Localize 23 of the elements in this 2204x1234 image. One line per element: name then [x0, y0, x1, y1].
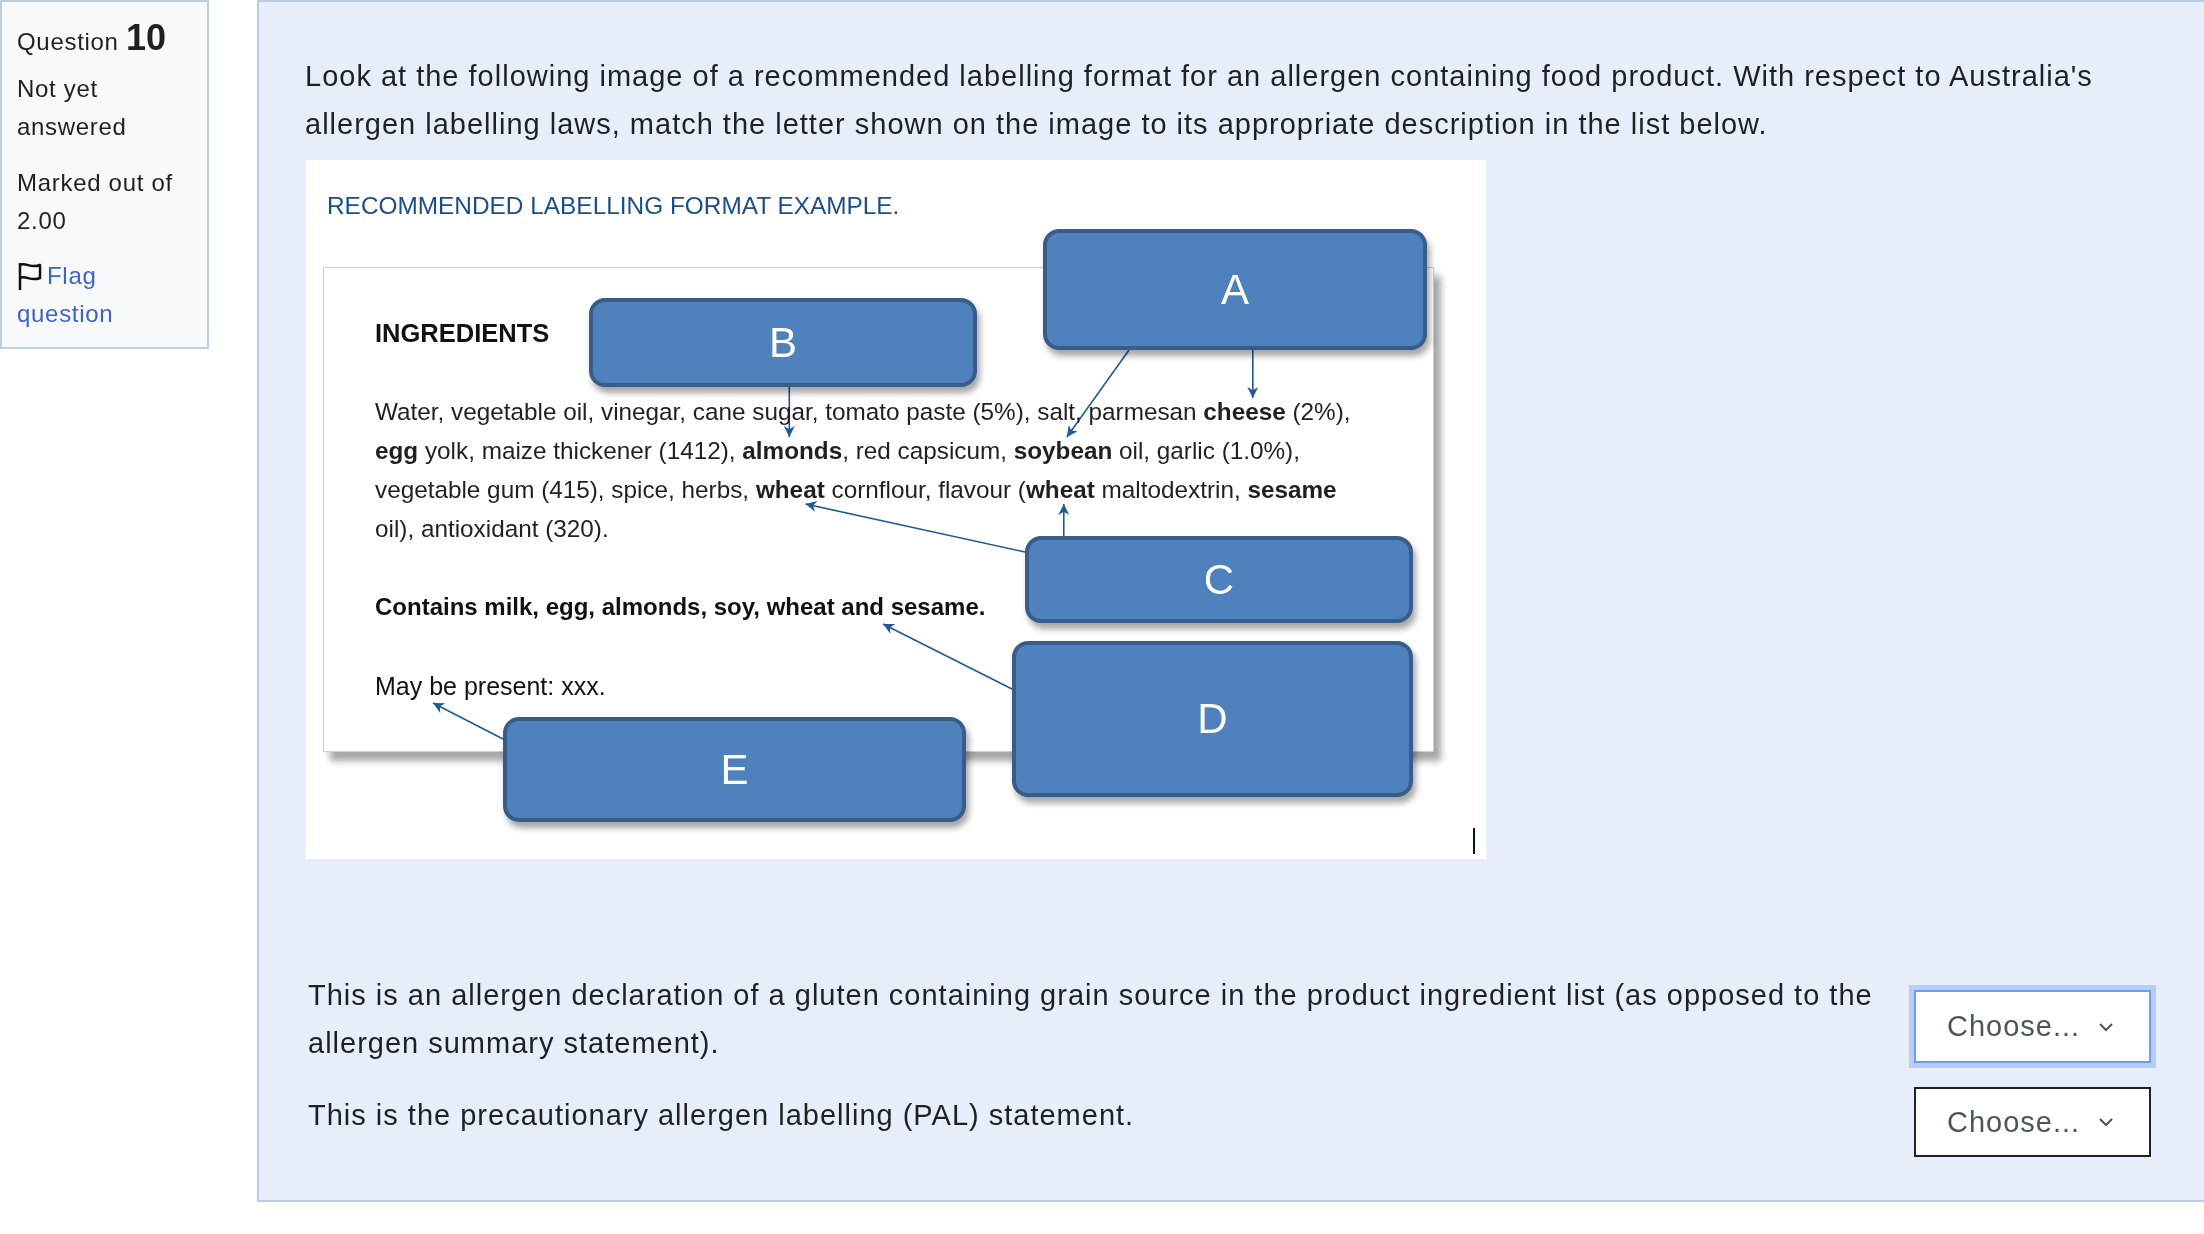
- callout-box: C: [1025, 536, 1413, 623]
- leader-arrow: [1066, 349, 1130, 438]
- leader-arrow: [804, 501, 1026, 553]
- allergen-summary-statement: Contains milk, egg, almonds, soy, wheat and sesame.: [375, 592, 986, 622]
- flag-question-link: Flag question: [17, 260, 115, 329]
- callout-box: A: [1043, 229, 1427, 350]
- leader-arrow: [432, 702, 504, 740]
- choose-dropdown: Choose...: [1914, 1087, 2151, 1157]
- callout-box: D: [1012, 641, 1413, 797]
- leader-arrow: [882, 623, 1013, 690]
- match-description: This is an allergen declaration of a gluten containing grain source in the product ingredient list (as opposed to the allergen summary statement).: [308, 978, 1874, 1061]
- callout-box: E: [503, 717, 966, 822]
- question-prompt: Look at the following image of a recommended labelling format for an allergen containing food product. With respect to Australia's allergen labelling laws, match the letter shown on the image to its appropriate description in the list below.: [305, 59, 2094, 142]
- leader-arrow: [1247, 349, 1259, 399]
- leader-arrow: [1058, 503, 1070, 537]
- question-status: Not yet answered: [17, 74, 128, 142]
- callout-box: B: [589, 298, 977, 387]
- image-title: RECOMMENDED LABELLING FORMAT EXAMPLE.: [327, 191, 900, 221]
- question-grade: Marked out of 2.00: [17, 168, 174, 236]
- precautionary-statement: May be present: xxx.: [375, 671, 606, 701]
- question-number: Question 10: [17, 16, 168, 60]
- match-description: This is the precautionary allergen labelling (PAL) statement.: [308, 1098, 1136, 1133]
- ingredients-heading: INGREDIENTS: [375, 318, 550, 348]
